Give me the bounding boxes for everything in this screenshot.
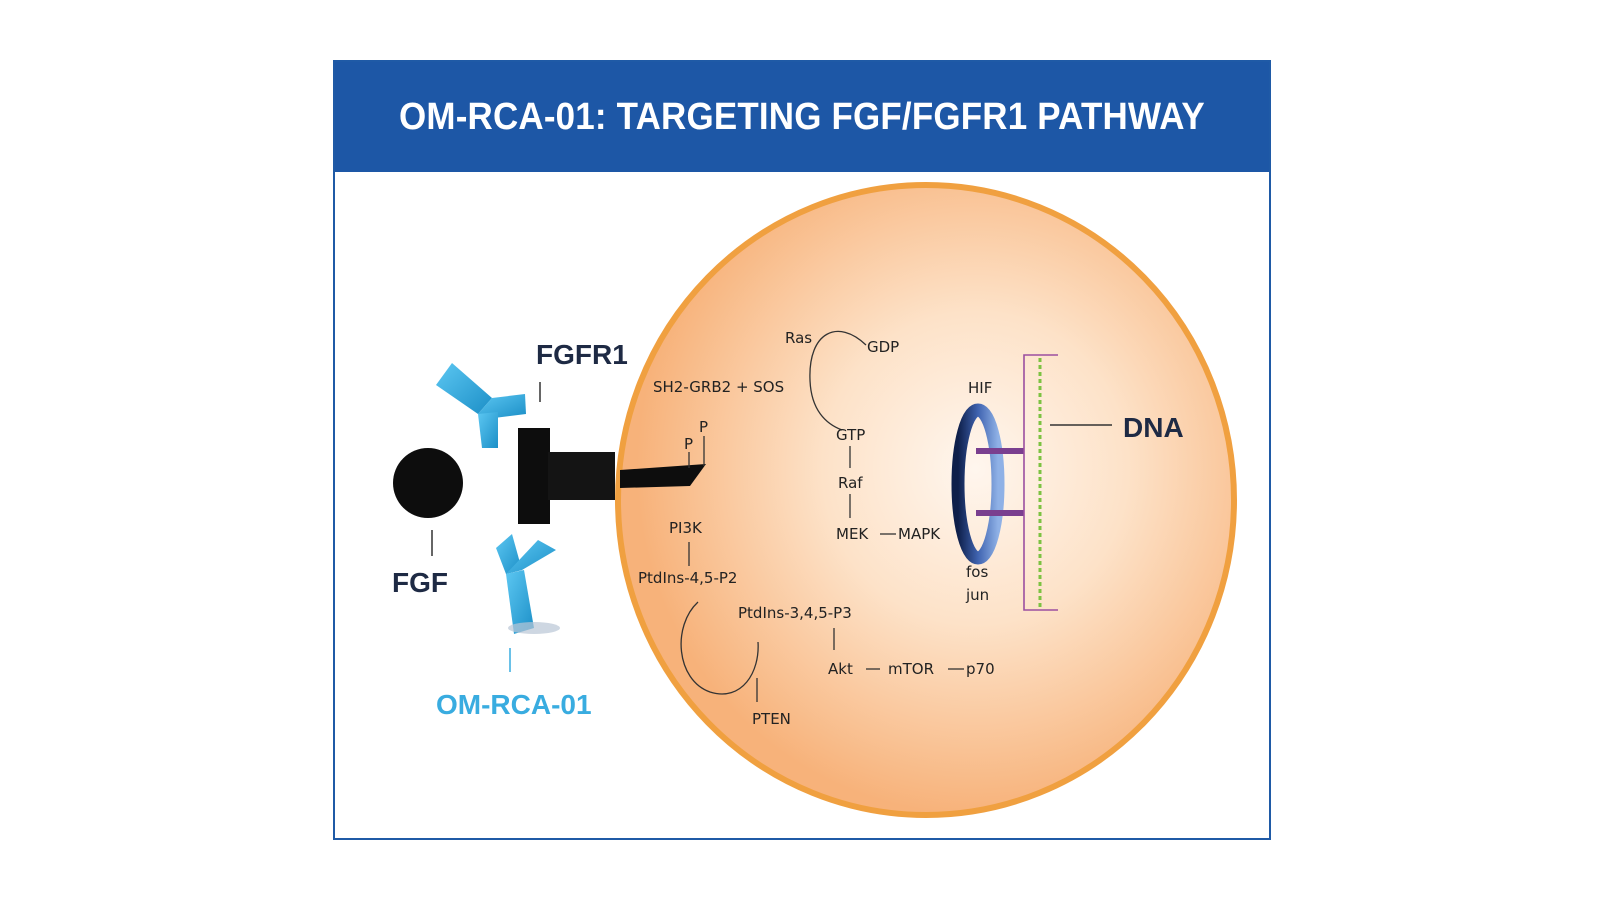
pip-cycle-arc: [680, 601, 759, 695]
phospho-label-1: P: [684, 435, 693, 453]
fgfr1-kinase-domain: [620, 464, 706, 488]
dna-bracket: [1023, 354, 1058, 611]
ras-label: Ras: [785, 329, 812, 347]
fgf-label: FGF: [392, 567, 448, 598]
antibody-top: [436, 363, 526, 448]
ras-cycle-arc: [809, 330, 867, 431]
sh2-grb2-sos-label: SH2-GRB2 + SOS: [653, 378, 784, 396]
p70-label: p70: [966, 660, 995, 678]
ptdins45-label: PtdIns-4,5-P2: [638, 569, 737, 587]
cell: [615, 182, 1237, 818]
pten-label: PTEN: [752, 710, 791, 728]
hif-label: HIF: [968, 379, 992, 397]
gtp-label: GTP: [836, 426, 865, 444]
jun-label: jun: [965, 586, 989, 604]
mtor-label: mTOR: [888, 660, 934, 678]
tf-connector-top: [976, 448, 1024, 454]
fgfr1-label: FGFR1: [536, 339, 628, 370]
mek-label: MEK: [836, 525, 869, 543]
fgfr1-receptor-cap: [518, 428, 550, 524]
raf-label: Raf: [838, 474, 863, 492]
dna-label: DNA: [1123, 412, 1184, 443]
fgf-ligand: [393, 448, 463, 518]
diagram-title: OM-RCA-01: TARGETING FGF/FGFR1 PATHWAY: [399, 95, 1205, 138]
fos-label: fos: [966, 563, 988, 581]
mapk-label: MAPK: [898, 525, 941, 543]
title-banner: OM-RCA-01: TARGETING FGF/FGFR1 PATHWAY: [335, 62, 1269, 172]
akt-label: Akt: [828, 660, 853, 678]
pi3k-label: PI3K: [669, 519, 703, 537]
antibody-bottom: [496, 534, 560, 634]
tf-connector-bottom: [976, 510, 1024, 516]
drug-label: OM-RCA-01: [436, 689, 592, 720]
transcription-factor-ring: [951, 403, 1005, 565]
phospho-label-2: P: [699, 418, 708, 436]
fgfr1-receptor-stem: [548, 452, 615, 500]
ptdins345-label: PtdIns-3,4,5-P3: [738, 604, 852, 622]
gdp-label: GDP: [867, 338, 899, 356]
